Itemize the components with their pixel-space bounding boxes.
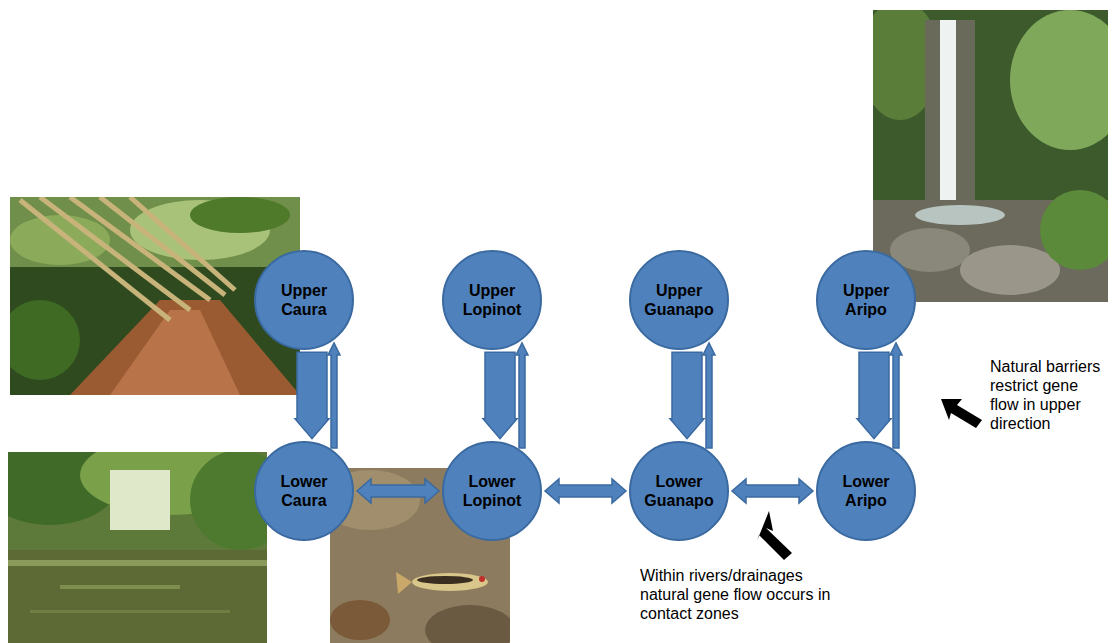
block-arrow [295, 352, 329, 438]
population-name: Upper Lopinot [457, 281, 527, 319]
circle-shape [255, 251, 353, 349]
block-arrow [857, 352, 891, 438]
circle-shape [817, 442, 915, 540]
population-circle: Lower Aripo [816, 441, 916, 541]
circle-shape [817, 251, 915, 349]
circle-shape [630, 442, 728, 540]
block-arrow [670, 352, 704, 438]
population-name: Upper Aripo [831, 281, 901, 319]
circle-outline [629, 441, 729, 541]
double-block-arrow [357, 479, 439, 503]
circle-outline [816, 441, 916, 541]
population-circle: Upper Aripo [816, 250, 916, 350]
population-name: Upper Guanapo [644, 281, 714, 319]
circle-outline [816, 250, 916, 350]
block-arrow [890, 343, 902, 448]
block-arrow [328, 343, 340, 448]
circle-shape [443, 251, 541, 349]
double-block-arrow [545, 479, 626, 503]
population-name: Lower Aripo [831, 472, 901, 510]
circle-outline [442, 441, 542, 541]
circle-shape [630, 251, 728, 349]
population-circle: Lower Lopinot [442, 441, 542, 541]
population-name: Lower Caura [269, 472, 339, 510]
population-name: Lower Lopinot [457, 472, 527, 510]
population-circle: Upper Guanapo [629, 250, 729, 350]
block-arrow [703, 343, 715, 448]
circle-shape [443, 442, 541, 540]
circle-outline [254, 441, 354, 541]
annotation-note: Natural barriers restrict gene flow in u… [990, 357, 1106, 433]
block-arrow [516, 343, 528, 448]
callout-arrow [757, 511, 792, 560]
block-arrow [483, 352, 517, 438]
circle-shape [255, 442, 353, 540]
waterfall-photo [873, 10, 1108, 302]
population-circle: Lower Caura [254, 441, 354, 541]
circle-outline [254, 250, 354, 350]
annotation-note: Within rivers/drainages natural gene flo… [640, 566, 855, 623]
population-circle: Upper Lopinot [442, 250, 542, 350]
population-circle: Upper Caura [254, 250, 354, 350]
population-name: Lower Guanapo [644, 472, 714, 510]
circle-outline [442, 250, 542, 350]
population-circle: Lower Guanapo [629, 441, 729, 541]
circle-outline [629, 250, 729, 350]
callout-arrow [941, 399, 982, 428]
double-block-arrow [732, 479, 813, 503]
population-name: Upper Caura [269, 281, 339, 319]
river-photo [8, 452, 267, 643]
